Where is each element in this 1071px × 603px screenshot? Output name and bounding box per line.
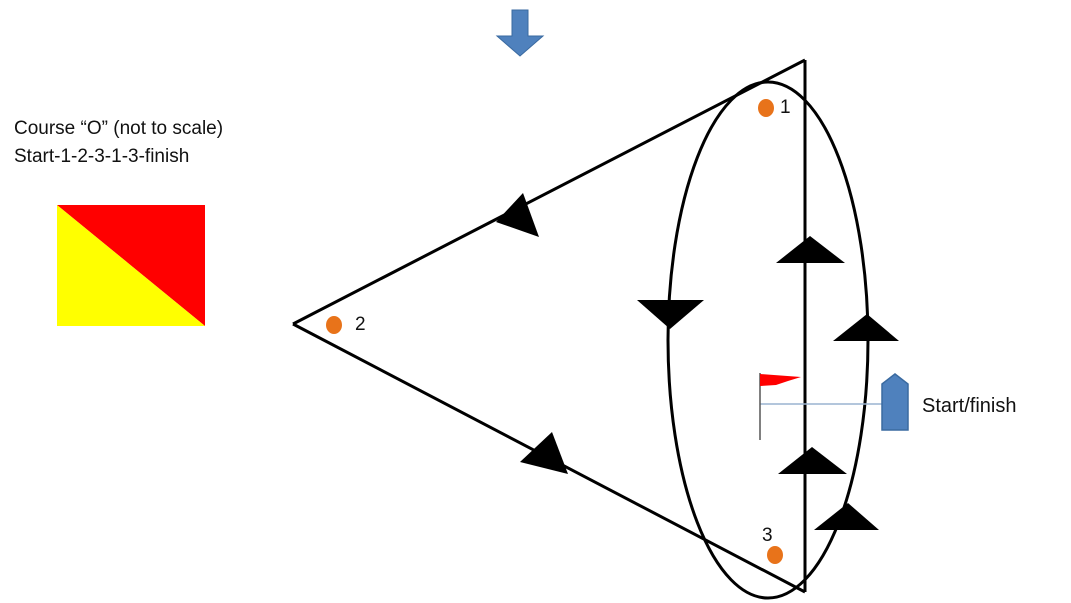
pin-flag-icon [759, 373, 801, 440]
arrow-loop-left-down [637, 300, 704, 329]
leg-1-to-2 [292, 58, 806, 326]
start-finish-label: Start/finish [922, 395, 1017, 417]
arrow-leg-2-to-3 [520, 432, 568, 474]
mark-2 [326, 316, 342, 334]
mark-label-3: 3 [762, 525, 773, 546]
wind-arrow-icon [495, 9, 545, 57]
triangle-course [292, 58, 807, 594]
mark-label-1: 1 [780, 97, 791, 118]
mark-3 [767, 546, 783, 564]
direction-arrows [496, 193, 899, 530]
committee-boat-icon [881, 373, 909, 431]
mark-label-2: 2 [355, 314, 366, 335]
marks [326, 99, 783, 564]
course-title: Course “O” (not to scale) [14, 118, 224, 139]
arrow-axis-up-lower [778, 447, 847, 474]
mark-1 [758, 99, 774, 117]
arrow-loop-right-up [833, 314, 899, 341]
signal-flag-oscar-icon [57, 205, 205, 326]
arrow-leg-1-to-2 [496, 193, 539, 237]
arrow-axis-up-upper [776, 236, 845, 263]
arrow-loop-right-up-lower [814, 503, 879, 530]
course-sequence: Start-1-2-3-1-3-finish [14, 146, 190, 167]
